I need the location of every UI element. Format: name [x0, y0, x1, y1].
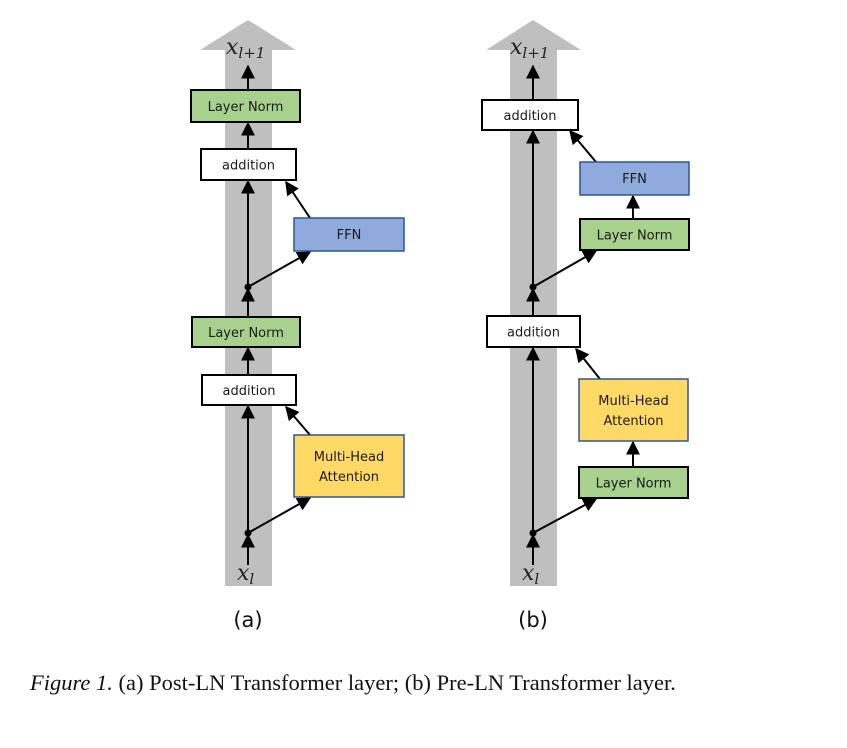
- input-label-b: xl: [522, 561, 539, 588]
- panel-a: Layer Norm addition FFN Layer Norm addit…: [190, 20, 405, 632]
- branch-dot-2-a: [244, 283, 252, 291]
- multi-head-attention-b: Multi-Head Attention: [578, 378, 689, 442]
- branch-dot-1-b: [529, 529, 537, 537]
- output-label-b: xl+1: [510, 35, 549, 62]
- panel-b-label: (b): [518, 608, 548, 632]
- multi-head-attention-a: Multi-Head Attention: [293, 434, 405, 498]
- addition-bottom-b-label: addition: [507, 326, 560, 341]
- addition-bottom-b: addition: [486, 315, 581, 348]
- layer-norm-mid-a: Layer Norm: [191, 316, 301, 348]
- arrow-ffn-to-add-a: [285, 180, 311, 219]
- attention-b-label-2: Attention: [604, 414, 664, 429]
- arrow-dot2-to-ffn-a: [247, 251, 312, 288]
- output-label-a: xl+1: [226, 35, 265, 62]
- layer-norm-top-a-label: Layer Norm: [208, 100, 284, 115]
- panel-a-label: (a): [233, 608, 262, 632]
- addition-bottom-a: addition: [201, 374, 297, 406]
- caption-text: (a) Post-LN Transformer layer; (b) Pre-L…: [112, 670, 676, 695]
- figure-caption: Figure 1. (a) Post-LN Transformer layer;…: [30, 668, 830, 698]
- attention-a-label-2: Attention: [319, 470, 379, 485]
- arrow-ffn-to-add-b: [569, 129, 597, 163]
- layer-norm-attention-b: Layer Norm: [578, 466, 689, 499]
- addition-top-a: addition: [200, 148, 297, 181]
- ffn-a: FFN: [293, 217, 405, 252]
- layer-norm-ffn-b: Layer Norm: [579, 218, 690, 251]
- ffn-b-label: FFN: [622, 172, 647, 187]
- arrow-dot2-to-ln-b: [532, 250, 598, 288]
- transformer-diagram: Layer Norm addition FFN Layer Norm addit…: [190, 20, 690, 632]
- arrow-dot1-to-ln-b: [532, 498, 598, 534]
- addition-bottom-a-label: addition: [223, 384, 276, 399]
- attention-b-label-1: Multi-Head: [598, 394, 668, 409]
- addition-top-b-label: addition: [504, 109, 557, 124]
- panel-b: addition FFN Layer Norm addition Multi-H…: [481, 20, 690, 632]
- branch-dot-2-b: [529, 283, 537, 291]
- addition-top-b: addition: [481, 99, 579, 131]
- layer-norm-top-a: Layer Norm: [190, 89, 301, 123]
- ffn-a-label: FFN: [337, 228, 362, 243]
- layer-norm-mid-a-label: Layer Norm: [208, 326, 284, 341]
- figure-number: Figure 1.: [30, 670, 113, 695]
- addition-top-a-label: addition: [222, 159, 275, 174]
- input-label-a: xl: [237, 561, 254, 588]
- arrow-attention-to-add-b: [575, 347, 601, 380]
- branch-dot-1-a: [244, 529, 252, 537]
- ffn-b: FFN: [579, 161, 690, 196]
- layer-norm-attention-b-label: Layer Norm: [596, 477, 672, 492]
- layer-norm-ffn-b-label: Layer Norm: [597, 229, 673, 244]
- arrow-attention-to-add-a: [285, 405, 311, 436]
- arrow-dot1-to-attention-a: [247, 497, 312, 534]
- attention-a-label-1: Multi-Head: [314, 450, 384, 465]
